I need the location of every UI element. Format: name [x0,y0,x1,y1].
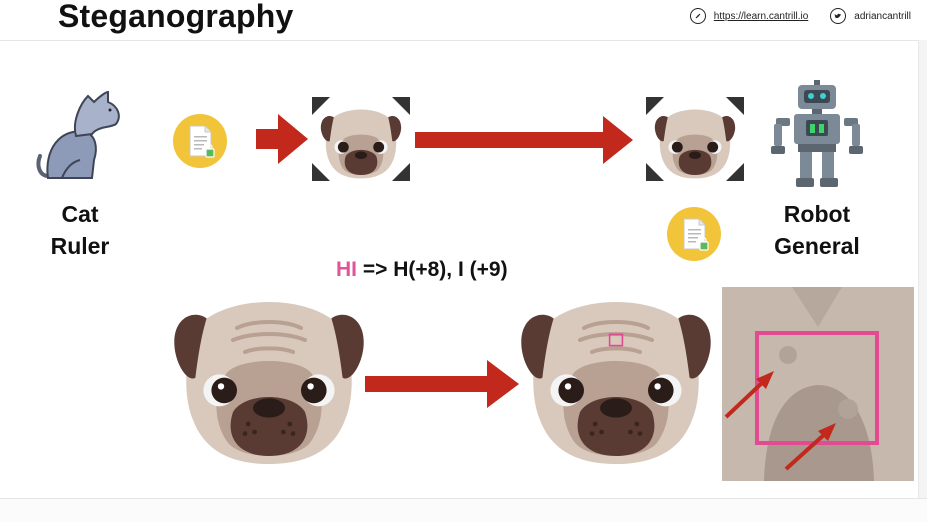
arrow-transmit-icon [415,116,633,164]
receiver-label-line2: General [774,233,860,259]
received-image-icon [646,97,744,181]
sender-label-line1: Cat [61,201,99,227]
slide-title: Steganography [58,0,294,34]
slide-header: Steganography https://learn.cantrill.io … [0,0,927,41]
receiver-label-line1: Robot [783,201,851,227]
vertical-scrollbar[interactable] [918,40,927,498]
modified-pug-image [521,302,711,464]
robot-icon [771,80,863,187]
cat-icon [36,90,120,179]
encoding-rule: HI => H(+8), I (+9) [336,258,508,282]
arrow-encode-icon [256,114,308,164]
slide-footer [0,498,927,522]
original-pug-image [174,302,364,464]
compass-icon [689,8,706,24]
encoding-offsets: => H(+8), I (+9) [362,258,508,281]
arrow-embed-icon [365,360,519,408]
sender-label-line2: Ruler [50,233,110,259]
header-links: https://learn.cantrill.io adriancantrill [689,8,911,24]
carrier-image-icon [312,97,410,181]
hidden-message: HI [336,258,357,281]
secret-document-icon [173,114,227,168]
decoded-document-icon [667,207,721,261]
twitter-bird-icon [830,8,847,24]
zoomed-pixels-image [722,287,914,481]
twitter-handle[interactable]: adriancantrill [854,10,911,22]
sender-label: Cat Ruler [30,198,130,262]
receiver-label: Robot General [762,198,872,262]
course-link[interactable]: https://learn.cantrill.io [713,10,809,22]
